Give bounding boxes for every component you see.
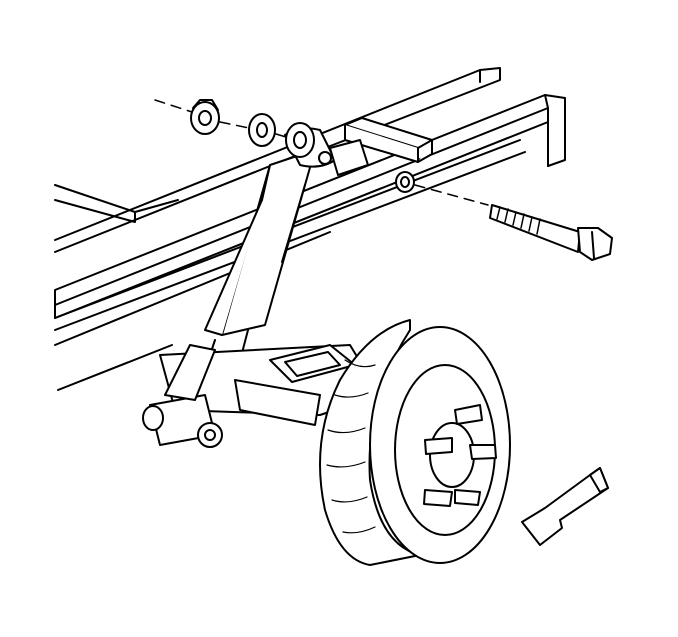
shock-bushing xyxy=(285,122,315,158)
upper-mount-bolt xyxy=(489,204,613,261)
crossmember-bracket xyxy=(344,117,433,163)
shock-washer xyxy=(248,113,276,147)
direction-arrow xyxy=(521,467,609,546)
explode-centerline xyxy=(154,99,489,206)
shock-absorber xyxy=(199,149,316,386)
frame-bushing xyxy=(395,171,415,193)
shock-nut xyxy=(190,99,220,135)
wheel-studs xyxy=(423,404,497,507)
spring-shackle xyxy=(142,344,223,448)
crossmember-floor-beam xyxy=(54,184,179,223)
